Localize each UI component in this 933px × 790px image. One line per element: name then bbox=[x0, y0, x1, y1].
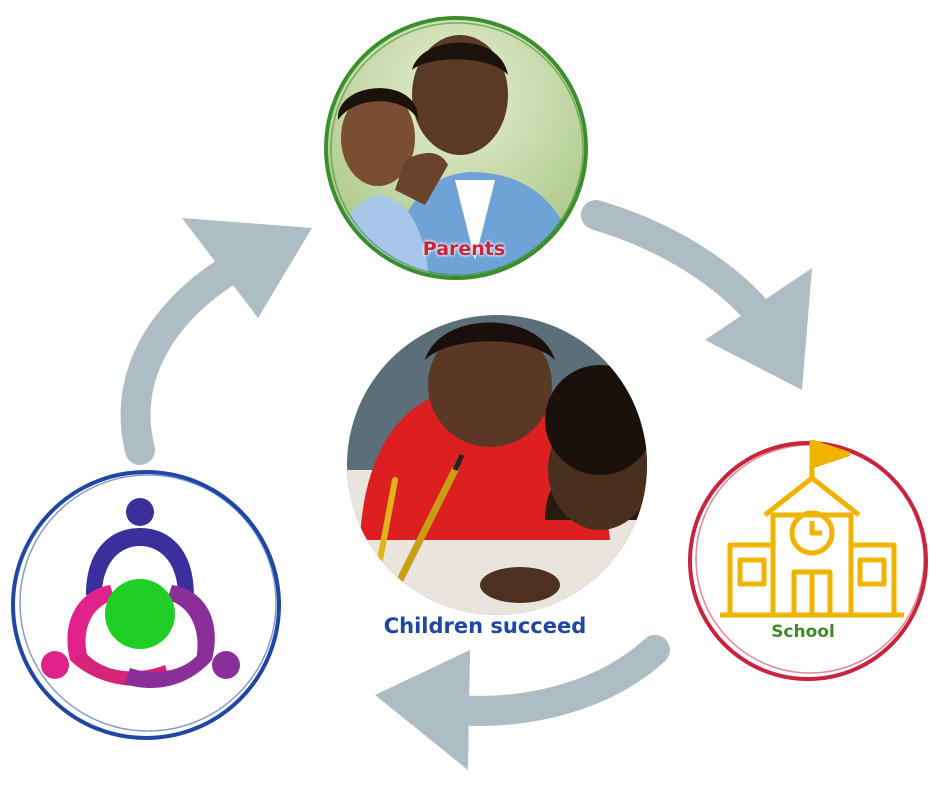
children-succeed-label: Children succeed bbox=[383, 614, 587, 638]
children-node bbox=[347, 315, 647, 615]
arrow-parents-to-school bbox=[581, 200, 812, 390]
children-photo bbox=[347, 315, 647, 615]
community-node bbox=[11, 470, 281, 740]
arrow-school-to-community bbox=[375, 635, 670, 770]
arrow-community-to-parents bbox=[120, 218, 312, 465]
school-building-icon bbox=[720, 439, 904, 618]
community-logo-icon bbox=[41, 498, 240, 689]
school-node bbox=[688, 439, 928, 681]
parents-label: Parents bbox=[422, 238, 506, 260]
school-label: School bbox=[771, 622, 835, 642]
